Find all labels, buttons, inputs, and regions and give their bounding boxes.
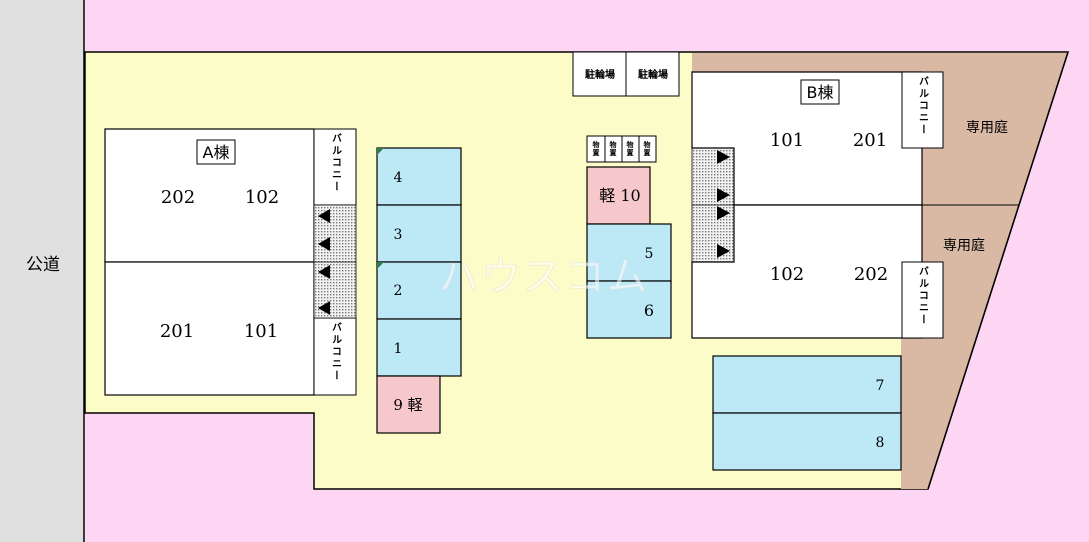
parking-space-1: [376, 318, 462, 377]
bike-parking-label-1: 駐輪場: [585, 68, 615, 81]
room-a-102: 102: [245, 187, 279, 208]
parking-space-7: [712, 355, 902, 414]
bike-parking-2: [625, 51, 680, 97]
room-b-101: 101: [770, 130, 804, 151]
parking-label-1: 1: [394, 341, 403, 357]
building-a-name-box: [196, 139, 236, 165]
balcony-b-upper-label: バルコニー: [917, 76, 929, 136]
garden-label-lower: 専用庭: [943, 237, 985, 254]
building-a-lower: [104, 261, 315, 396]
parking-middle: 軽 10 5 6: [586, 166, 672, 339]
building-b-name: B棟: [807, 83, 834, 102]
balcony-a-upper: [313, 128, 357, 206]
storage-label-2: 物置: [609, 140, 617, 157]
garden-label-upper: 専用庭: [966, 119, 1008, 136]
parking-label-10: 軽 10: [599, 186, 640, 205]
parking-label-8: 8: [876, 435, 885, 451]
arrow-right-icon: [717, 206, 730, 220]
bike-parking: 駐輪場 駐輪場: [572, 51, 680, 97]
room-a-201: 201: [160, 321, 194, 342]
parking-label-9: 9 軽: [393, 396, 422, 414]
building-a-name: A棟: [203, 143, 230, 162]
balcony-a-lower: [313, 317, 357, 396]
parking-space-2: [376, 261, 462, 320]
balcony-b-lower-label: バルコニー: [917, 266, 929, 326]
room-a-202: 202: [161, 187, 195, 208]
arrow-right-icon: [717, 244, 730, 258]
entrance-a: [313, 204, 357, 319]
parking-label-7: 7: [876, 378, 885, 394]
balcony-a-upper-label: バルコニー: [330, 133, 342, 193]
arrow-left-icon: [318, 209, 330, 223]
parking-left: 4 3 2 1 9 軽: [376, 147, 462, 434]
balcony-b-lower: [901, 261, 944, 339]
arrow-right-icon: [717, 150, 730, 164]
building-a: A棟 202 102 201 101 バルコニー バルコニー: [104, 128, 357, 396]
balcony-a-lower-label: バルコニー: [330, 322, 342, 382]
parking-right: 7 8: [712, 355, 902, 471]
storage-4: [638, 135, 657, 163]
corner-mark: [377, 262, 384, 269]
arrow-right-icon: [717, 188, 730, 202]
storage-label-3: 物置: [626, 140, 634, 157]
arrow-left-icon: [318, 265, 330, 279]
storage-label-1: 物置: [592, 140, 600, 157]
arrow-left-icon: [318, 237, 330, 251]
room-b-202: 202: [854, 264, 888, 285]
corner-mark: [377, 148, 384, 155]
room-b-201: 201: [853, 130, 887, 151]
parking-space-5: [586, 223, 672, 282]
watermark: ハウスコム: [439, 254, 649, 300]
site-edge-right: [927, 51, 1069, 490]
room-b-102: 102: [770, 264, 804, 285]
bike-parking-1: [572, 51, 627, 97]
building-b-lower: [691, 204, 923, 339]
parking-space-4: [376, 147, 462, 206]
parking-label-5: 5: [645, 246, 654, 262]
parking-label-4: 4: [394, 170, 403, 186]
parking-space-3: [376, 204, 462, 263]
storage-label-4: 物置: [643, 140, 651, 157]
parking-space-6: [586, 280, 672, 339]
building-b-name-box: [800, 79, 840, 105]
storage-sheds: 物置 物置 物置 物置: [586, 135, 657, 163]
bike-parking-label-2: 駐輪場: [638, 68, 668, 81]
arrow-left-icon: [318, 301, 330, 315]
parking-label-3: 3: [394, 227, 403, 243]
parking-label-6: 6: [644, 301, 654, 320]
road-area: [0, 0, 84, 542]
balcony-b-upper: [901, 71, 944, 149]
parking-label-2: 2: [394, 283, 403, 299]
room-a-101: 101: [244, 321, 278, 342]
building-b: B棟 101 201 102 202 バルコニー バルコニー: [691, 71, 944, 339]
parking-space-9: [376, 375, 441, 434]
parking-space-10: [586, 166, 651, 225]
parking-space-8: [712, 412, 902, 471]
road-label: 公道: [26, 255, 60, 275]
